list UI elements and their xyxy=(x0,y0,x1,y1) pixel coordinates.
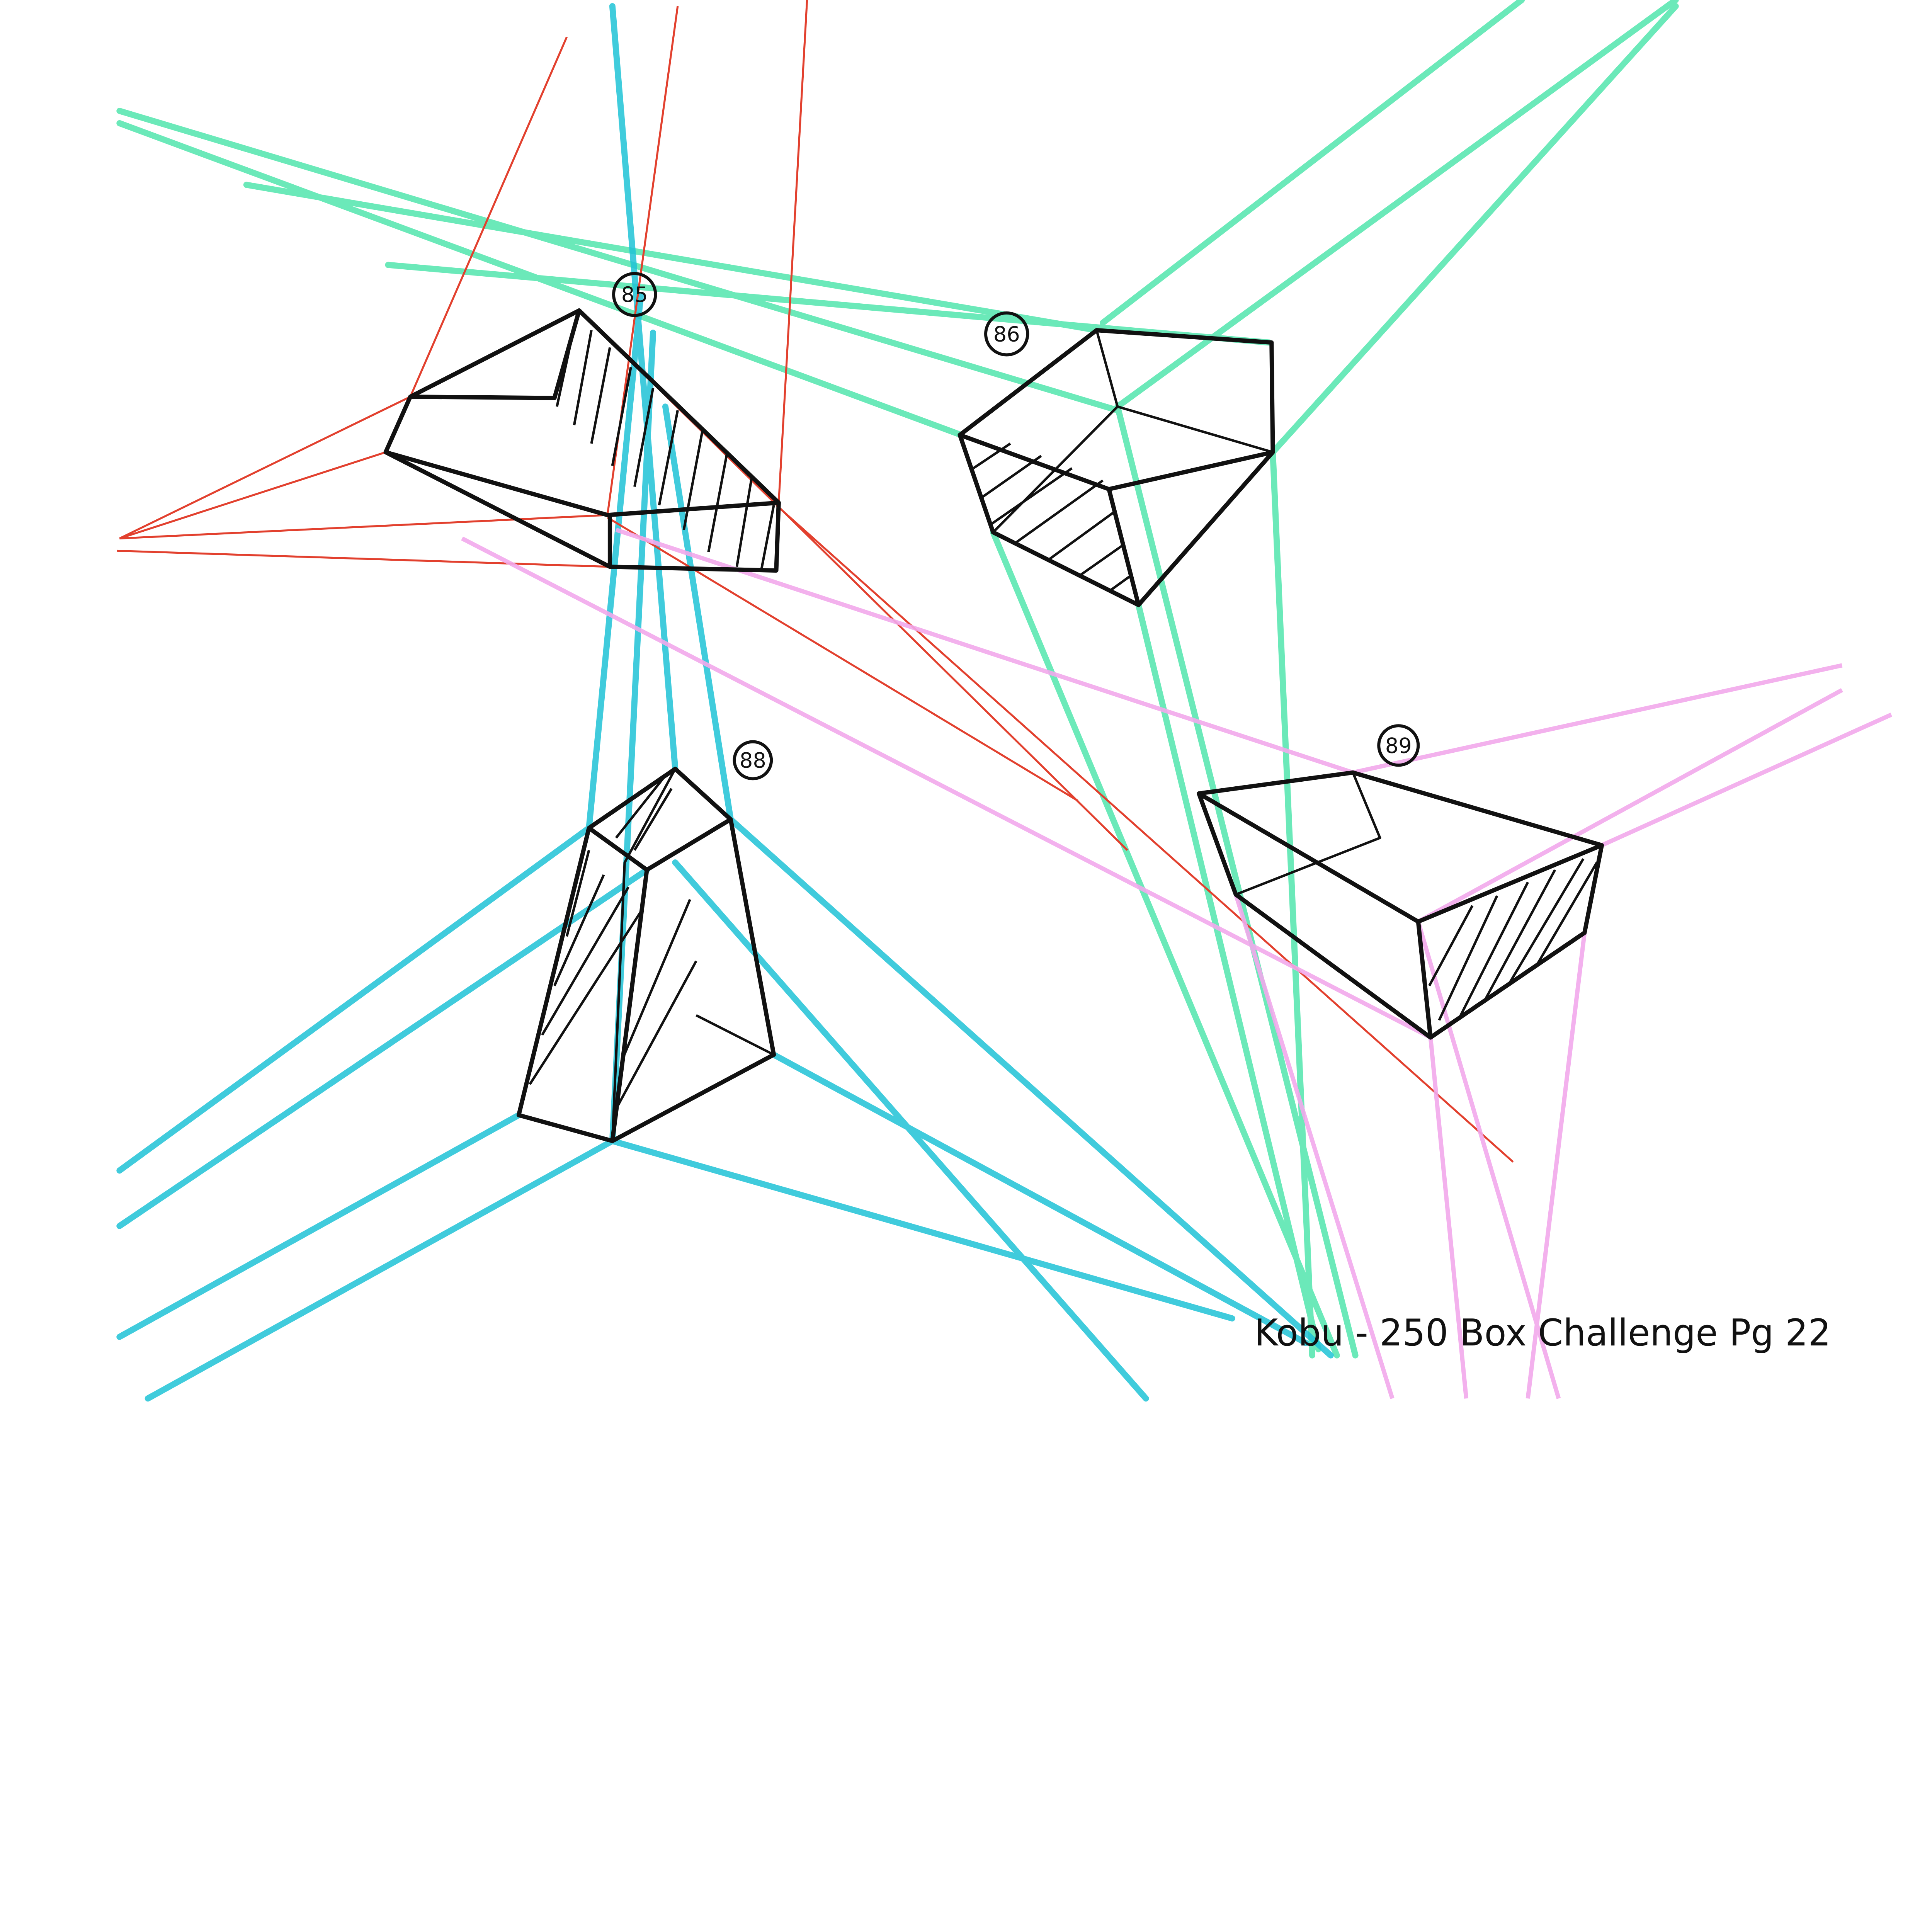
label-89: 89 xyxy=(1385,733,1412,758)
box-88 xyxy=(516,767,776,1143)
label-88: 88 xyxy=(740,748,766,773)
perspective-sketch: 85 86 88 89 Kobu - 250 Box Challenge Pg … xyxy=(116,0,1893,1402)
drawing-page: 85 86 88 89 Kobu - 250 Box Challenge Pg … xyxy=(116,0,1893,1402)
box-number-labels: 85 86 88 89 xyxy=(612,272,1420,781)
label-85: 85 xyxy=(621,282,648,307)
label-86: 86 xyxy=(993,322,1020,346)
box-85 xyxy=(383,308,781,573)
box-89 xyxy=(1197,770,1604,1040)
page-caption: Kobu - 250 Box Challenge Pg 22 xyxy=(1254,1311,1831,1354)
teal-construction-lines xyxy=(116,3,1334,1402)
box-86 xyxy=(957,328,1275,607)
red-construction-lines xyxy=(117,0,1514,1163)
